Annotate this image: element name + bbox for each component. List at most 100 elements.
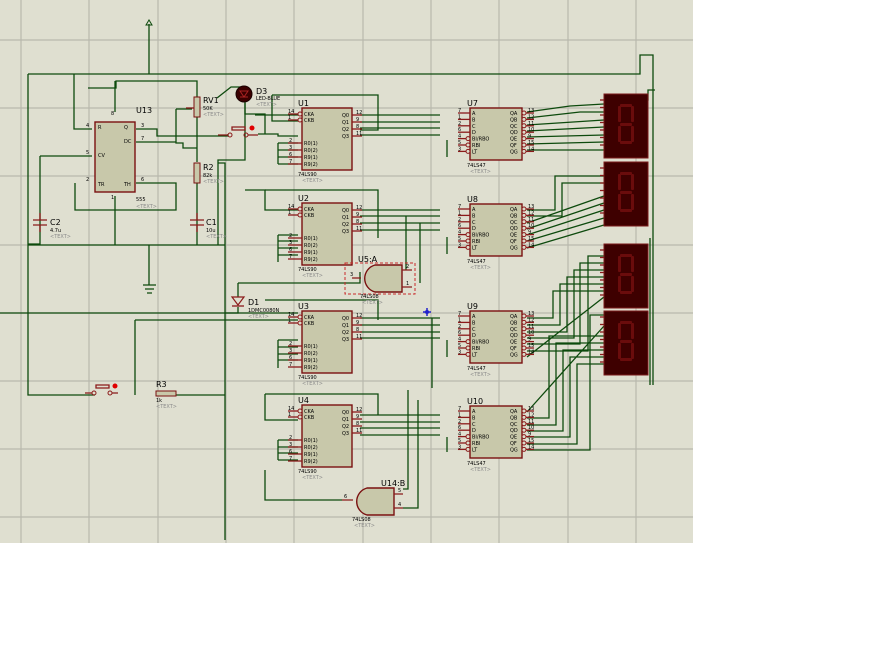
segment <box>631 343 634 359</box>
led-d3[interactable]: D3 LED-BLUE <TEXT> <box>235 85 280 108</box>
pin-num: 1 <box>458 114 461 120</box>
pin-name: R9(1) <box>304 155 318 161</box>
pin-num: 11 <box>528 419 534 425</box>
u14b-pin-5: 5 <box>398 488 401 494</box>
pin-name: C <box>472 422 476 428</box>
decoder-part: 74LS47 <box>467 366 486 372</box>
pin-num: 2 <box>289 435 292 441</box>
pin-name: C <box>472 220 476 226</box>
seven-seg-display-2[interactable] <box>600 161 649 227</box>
capacitor-c1[interactable]: C1 10u <TEXT> <box>190 213 227 240</box>
ground-icon <box>143 284 156 294</box>
pin-name: QE <box>510 233 517 239</box>
pin-name: D <box>472 130 476 136</box>
seven-seg-display-4[interactable] <box>600 310 649 376</box>
pin-num: 7 <box>458 204 461 210</box>
pin-num: 2 <box>458 217 461 223</box>
pin-num: 14 <box>288 109 294 115</box>
pin-name: A <box>472 111 476 117</box>
pin-name: BI/RBO <box>472 137 489 143</box>
pin-num: 12 <box>528 210 534 216</box>
pin-name: B <box>472 213 476 219</box>
pin-num: 5 <box>458 236 461 242</box>
r2-text: <TEXT> <box>203 179 224 185</box>
pin-num: 7 <box>458 108 461 114</box>
push-button-top[interactable] <box>218 125 258 138</box>
pin-name: Q3 <box>342 134 349 140</box>
pin-num: 2 <box>458 419 461 425</box>
counter-part: 74LS90 <box>298 172 317 178</box>
seven-seg-display-3[interactable] <box>600 243 649 309</box>
pin-name: QF <box>510 346 517 352</box>
pin-name: R0(2) <box>304 445 318 451</box>
c1-ref: C1 <box>206 218 217 227</box>
segment <box>631 106 634 122</box>
pin-num: 13 <box>528 406 534 412</box>
decoder-text: <TEXT> <box>470 372 491 378</box>
resistor-r3[interactable]: R3 1k <TEXT> <box>155 380 177 410</box>
pin-name: RBI <box>472 346 480 352</box>
decoder-ref: U10 <box>467 397 483 406</box>
pin-name: QA <box>510 207 518 213</box>
pin-name: CKB <box>304 415 315 421</box>
pin-num: 1 <box>458 210 461 216</box>
r3-value: 1k <box>156 398 162 404</box>
u5a-pin-2: 2 <box>406 264 409 270</box>
d1-value: 1DMC0080N <box>248 308 280 314</box>
pin-name: CKA <box>304 112 315 118</box>
resistor-r2[interactable]: R2 82k <TEXT> <box>193 162 224 185</box>
pin-name: QA <box>510 111 518 117</box>
pin-name: Q3 <box>342 229 349 235</box>
pin-num: 15 <box>528 140 534 146</box>
timer-555-u13[interactable]: U13 555 <TEXT> R Q DC CV TR TH 4 8 3 7 5… <box>86 106 157 210</box>
pin-name: QG <box>510 149 518 155</box>
pin-name-dc: DC <box>124 139 132 145</box>
u14b-text: <TEXT> <box>354 523 375 529</box>
and-gate-u5a[interactable]: U5:A 2 1 3 74LS08 <TEXT> <box>344 255 416 306</box>
pin-num: 2 <box>458 121 461 127</box>
potentiometer-rv1[interactable]: RV1 50K <TEXT> <box>186 96 224 118</box>
pin-name: QB <box>510 117 518 123</box>
pin-num: 14 <box>528 444 534 450</box>
capacitor-c2[interactable]: C2 4.7u <TEXT> <box>33 213 71 240</box>
pin-num: 3 <box>289 442 292 448</box>
u5a-pin-3: 3 <box>350 272 353 278</box>
segment <box>618 174 621 190</box>
segment <box>620 321 632 324</box>
seven-seg-display-1[interactable] <box>600 93 649 159</box>
diode-d1[interactable]: D1 1DMC0080N <TEXT> <box>230 296 280 320</box>
pin-num: 14 <box>528 146 534 152</box>
counter-part: 74LS90 <box>298 469 317 475</box>
pin-name: Q1 <box>342 417 349 423</box>
pin-num: 14 <box>288 406 294 412</box>
segment <box>620 191 632 194</box>
pin-num: 5 <box>458 343 461 349</box>
pin-num-5: 5 <box>86 150 89 156</box>
pin-num: 13 <box>528 204 534 210</box>
c2-value: 4.7u <box>50 228 61 234</box>
pin-name: R9(2) <box>304 365 318 371</box>
pin-name: QB <box>510 213 518 219</box>
pin-num: 3 <box>289 145 292 151</box>
push-button-bottom[interactable] <box>85 383 118 396</box>
pin-name: RBI <box>472 441 480 447</box>
pin-name: RBI <box>472 239 480 245</box>
pin-name: QC <box>510 124 518 130</box>
pin-num: 3 <box>289 348 292 354</box>
pin-name: CKA <box>304 409 315 415</box>
r2-ref: R2 <box>203 163 214 172</box>
and-gate-u14b[interactable]: U14:B 5 4 6 74LS08 <TEXT> <box>342 479 405 529</box>
c1-value: 10u <box>206 228 216 234</box>
pin-name: BI/RBO <box>472 435 489 441</box>
pin-name: R9(1) <box>304 452 318 458</box>
